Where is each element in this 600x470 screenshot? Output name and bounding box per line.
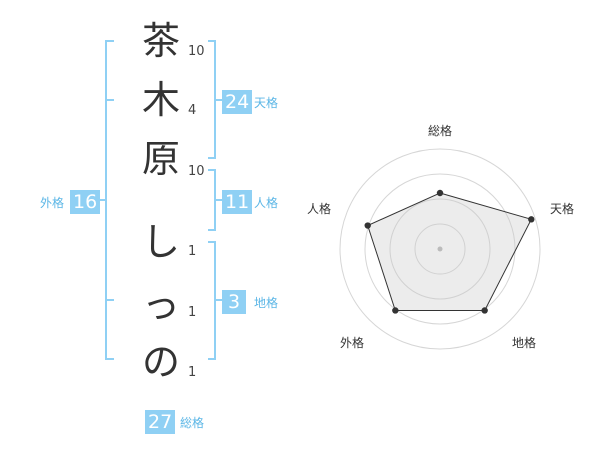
radar-axis-label-soukaku: 総格 bbox=[428, 124, 453, 138]
stroke-count-5: 1 bbox=[188, 305, 197, 320]
radar-polygon bbox=[367, 192, 533, 311]
name-char-5: っ bbox=[141, 283, 180, 327]
radar-axis-label-jinkaku: 人格 bbox=[307, 202, 332, 216]
name-char-3: 原 bbox=[141, 137, 180, 181]
soukaku-label: 総格 bbox=[180, 416, 205, 430]
name-char-1: 茶 bbox=[141, 19, 180, 63]
radar-axis-label-gaikaku: 外格 bbox=[340, 336, 365, 350]
jinkaku-label: 人格 bbox=[254, 196, 279, 210]
gaikaku-label: 外格 bbox=[40, 196, 65, 210]
radar-center-dot bbox=[437, 246, 443, 252]
soukaku-value: 27 bbox=[145, 410, 176, 434]
stroke-count-3: 10 bbox=[188, 164, 205, 179]
radar-ring bbox=[339, 148, 541, 350]
chikaku-value: 3 bbox=[222, 290, 246, 314]
radar-axis-label-chikaku: 地格 bbox=[512, 336, 537, 350]
tenkaku-value: 24 bbox=[222, 90, 253, 114]
radar-point-5 bbox=[364, 222, 371, 229]
radar-ring bbox=[389, 198, 491, 300]
radar-axis-label-tenkaku: 天格 bbox=[550, 202, 575, 216]
name-char-4: し bbox=[141, 220, 180, 264]
stroke-count-1: 10 bbox=[188, 44, 205, 59]
jinkaku-value: 11 bbox=[222, 190, 253, 214]
stroke-count-2: 4 bbox=[188, 103, 197, 118]
gaikaku-value: 16 bbox=[70, 190, 101, 214]
radar-ring bbox=[414, 223, 466, 275]
radar-point-3 bbox=[481, 307, 488, 314]
stroke-count-4: 1 bbox=[188, 244, 197, 259]
chikaku-label: 地格 bbox=[254, 296, 279, 310]
tenkaku-label: 天格 bbox=[254, 96, 279, 110]
radar-point-2 bbox=[528, 216, 535, 223]
radar-point-1 bbox=[436, 189, 444, 197]
radar-point-4 bbox=[392, 307, 399, 314]
stroke-count-6: 1 bbox=[188, 365, 197, 380]
radar-ring bbox=[364, 173, 516, 325]
name-char-6: の bbox=[141, 340, 180, 384]
name-char-2: 木 bbox=[141, 78, 180, 122]
